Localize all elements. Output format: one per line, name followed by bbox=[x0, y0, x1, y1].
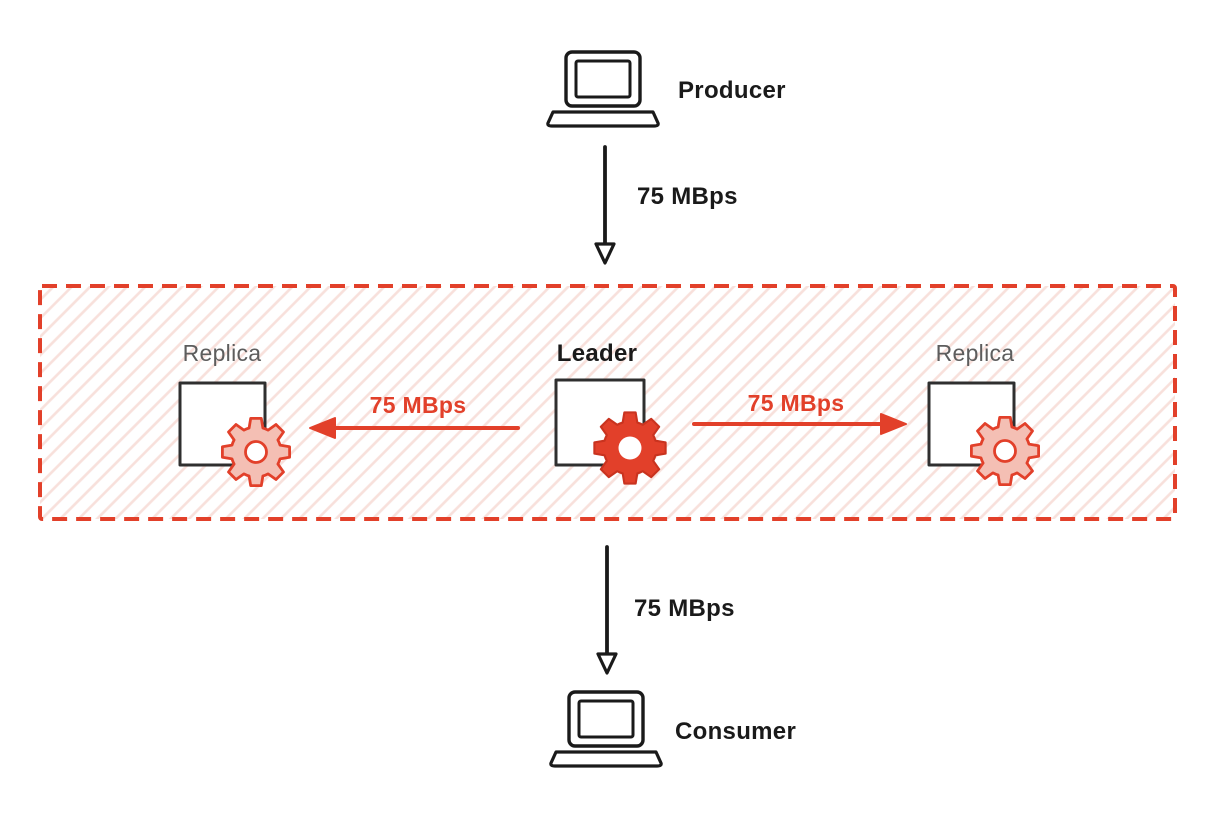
producer-node: Producer bbox=[546, 50, 786, 128]
gear-icon bbox=[220, 416, 292, 488]
flow-cluster-to-consumer: 75 MBps bbox=[596, 545, 735, 675]
flow-producer-to-cluster: 75 MBps bbox=[594, 145, 738, 265]
gear-icon bbox=[970, 415, 1040, 487]
flow-label-consumer: 75 MBps bbox=[634, 595, 735, 622]
arrowhead-right-icon bbox=[880, 413, 907, 435]
flow-label-right-replica: 75 MBps bbox=[748, 390, 845, 416]
flow-label-producer: 75 MBps bbox=[637, 183, 738, 210]
replica-left-label: Replica bbox=[183, 340, 262, 366]
arrowhead-down-icon bbox=[594, 242, 616, 265]
arrowhead-down-icon bbox=[596, 652, 618, 675]
flow-label-left-replica: 75 MBps bbox=[370, 392, 467, 418]
consumer-label: Consumer bbox=[675, 718, 796, 745]
leader-node: Leader bbox=[554, 340, 667, 485]
arrowhead-left-icon bbox=[309, 417, 336, 439]
producer-label: Producer bbox=[678, 77, 786, 104]
gear-icon bbox=[593, 411, 667, 485]
replica-right-label: Replica bbox=[936, 340, 1015, 366]
replica-right-node: Replica bbox=[927, 340, 1040, 487]
flow-leader-to-left-replica: 75 MBps bbox=[309, 392, 520, 439]
flow-leader-to-right-replica: 75 MBps bbox=[692, 390, 907, 435]
laptop-icon bbox=[549, 690, 663, 768]
replica-left-node: Replica bbox=[178, 340, 292, 488]
laptop-icon bbox=[546, 50, 660, 128]
leader-label: Leader bbox=[557, 340, 638, 367]
consumer-node: Consumer bbox=[549, 690, 796, 768]
